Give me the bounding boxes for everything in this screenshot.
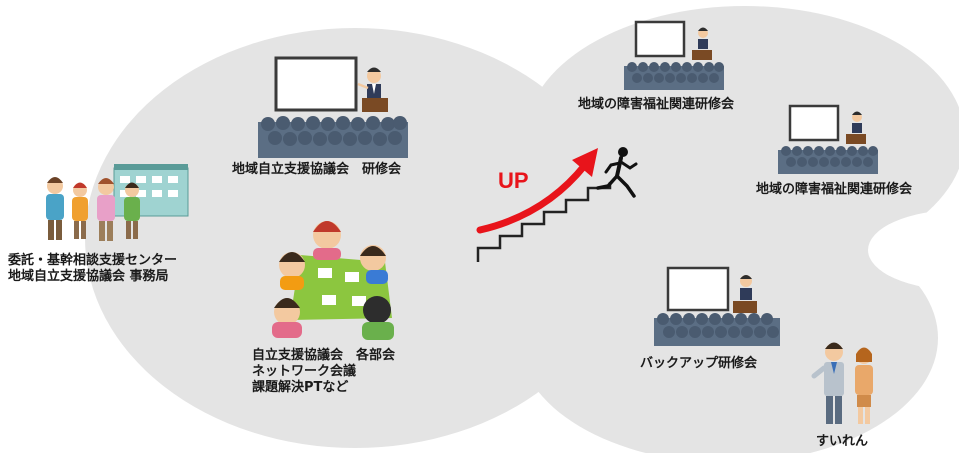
regional-training-label-2: 地域の障害福祉関連研修会 [756,182,913,197]
main-circle [85,28,625,448]
subcommittee-line-1: 自立支援協議会 各部会 [252,348,396,363]
up-arrow-icon [476,148,598,234]
center-office-line-2: 地域自立支援協議会 事務局 [8,269,169,284]
main-training-label: 地域自立支援協議会 研修会 [232,162,402,177]
up-label: UP [498,168,529,193]
center-staff-illustration [46,164,189,241]
center-office-line-1: 委託・基幹相談支援センター [8,253,178,268]
group-meeting-illustration [272,221,394,340]
regional-training-label-1: 地域の障害福祉関連研修会 [578,97,735,112]
center-office-label: 委託・基幹相談支援センター 地域自立支援協議会 事務局 [8,253,177,285]
backup-training-label: バックアップ研修会 [640,356,758,371]
sumiren-staff-illustration [811,342,873,424]
subcommittee-label: 自立支援協議会 各部会 ネットワーク会議 課題解決PTなど [252,348,395,396]
subcommittee-line-3: 課題解決PTなど [252,380,349,395]
lecture-illustration-main [258,56,408,158]
subcommittee-line-2: ネットワーク会議 [252,364,357,379]
lecture-illustration-regional-2 [778,104,878,174]
runner-icon [596,147,638,198]
sumiren-label: すいれん [816,434,869,449]
lecture-illustration-regional-1 [624,20,724,90]
stairs-illustration [476,182,612,262]
lecture-illustration-backup [654,266,780,346]
